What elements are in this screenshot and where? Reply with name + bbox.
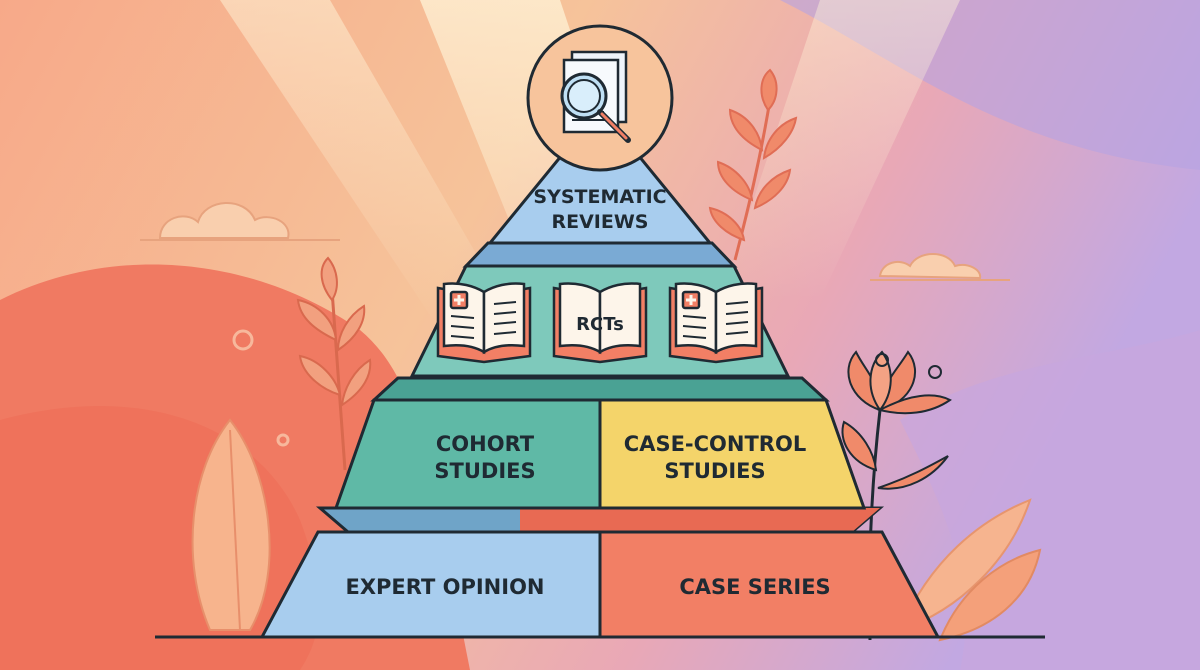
flower-icon [841,350,952,641]
decor-circle [276,433,290,447]
cloud-icon [878,253,982,280]
tier-label-systematic-line2: REVIEWS [551,211,648,233]
tier-label-cohort-line2: STUDIES [434,459,535,483]
tier-label-case-control-line2: STUDIES [664,459,765,483]
decor-circle [232,329,254,351]
tier-ledge-shade [520,508,880,532]
leaf-shape [898,498,1042,642]
tier-label-expert-opinion: EXPERT OPINION [345,575,544,599]
tier-case-control-studies [598,398,867,510]
medical-book-icon [436,282,532,364]
plant-icon [296,256,372,471]
tier-label-cohort-line1: COHORT [436,432,535,456]
light-beam [220,0,520,330]
magnifying-glass-document-icon [526,24,674,172]
leaf-shape [191,418,271,631]
tier-label-rcts: RCTs [576,314,624,335]
medical-book-icon [552,282,648,364]
tier-ledge [462,241,738,268]
medical-book-icon [668,282,764,364]
tier-ledge [370,376,830,402]
cloud-icon [158,202,290,239]
light-beam [720,0,960,300]
tier-label-case-series: CASE SERIES [679,575,830,599]
tier-label-systematic-line1: SYSTEMATIC [533,186,666,208]
tier-case-series [598,530,941,639]
tier-label-case-control-line1: CASE-CONTROL [624,432,806,456]
plant-icon [708,68,798,261]
